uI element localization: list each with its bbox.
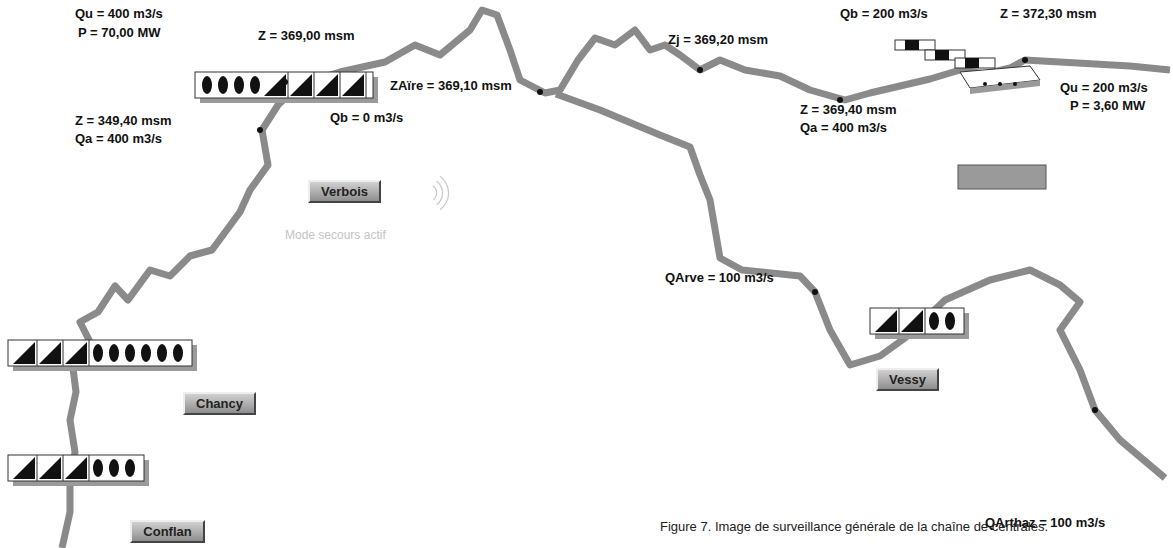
figure-caption: Figure 7. Image de surveillance générale…	[660, 519, 1048, 534]
signal-waves	[440, 176, 449, 210]
measurement-value: P = 3,60 MW	[1070, 98, 1145, 113]
measurement-value: P = 70,00 MW	[78, 25, 161, 40]
measurement-value: Qa = 400 m3/s	[800, 120, 887, 135]
measure-point	[1092, 407, 1098, 413]
measurement-value: Qu = 200 m3/s	[1060, 80, 1148, 95]
measurement-value: Z = 372,30 msm	[1000, 6, 1096, 21]
measurement-value: Zj = 369,20 msm	[668, 32, 768, 47]
measurement-value: Z = 369,40 msm	[800, 102, 896, 117]
plant-button: Verbois	[308, 180, 381, 203]
dam-icon	[8, 340, 197, 371]
dam-icon	[8, 455, 149, 486]
plant-name: Chancy	[196, 396, 243, 411]
measure-point	[282, 79, 288, 85]
measure-point	[1022, 57, 1028, 63]
measurement-value: ZAïre = 369,10 msm	[390, 78, 512, 93]
plant-name: Vessy	[889, 372, 926, 387]
plant-button	[958, 165, 1046, 189]
measure-point	[812, 289, 818, 295]
measurement-value: Z = 349,40 msm	[75, 113, 171, 128]
measurement-value: Qb = 0 m3/s	[330, 110, 403, 125]
plant-name: Conflan	[143, 524, 191, 539]
measure-point	[537, 89, 543, 95]
seujet-icon	[895, 40, 1040, 94]
dam-icon	[195, 72, 378, 103]
river-course	[556, 94, 1165, 478]
measurement-value: Qa = 400 m3/s	[75, 131, 162, 146]
measure-point	[257, 127, 263, 133]
dam-icon	[870, 308, 969, 339]
measurement-value: Qu = 400 m3/s	[75, 6, 163, 21]
plant-button: Chancy	[183, 392, 256, 415]
measure-point	[697, 67, 703, 73]
status-note: Mode secours actif	[285, 228, 386, 242]
plant-button: Vessy	[876, 368, 939, 391]
signal-waves	[433, 186, 437, 201]
plant-button: Conflan	[130, 520, 205, 543]
signal-waves	[436, 181, 443, 206]
plant-name: Verbois	[321, 184, 368, 199]
measurement-value: QArve = 100 m3/s	[665, 270, 774, 285]
river-course	[62, 10, 1170, 548]
measurement-value: Qb = 200 m3/s	[840, 6, 928, 21]
measurement-value: Z = 369,00 msm	[258, 28, 354, 43]
